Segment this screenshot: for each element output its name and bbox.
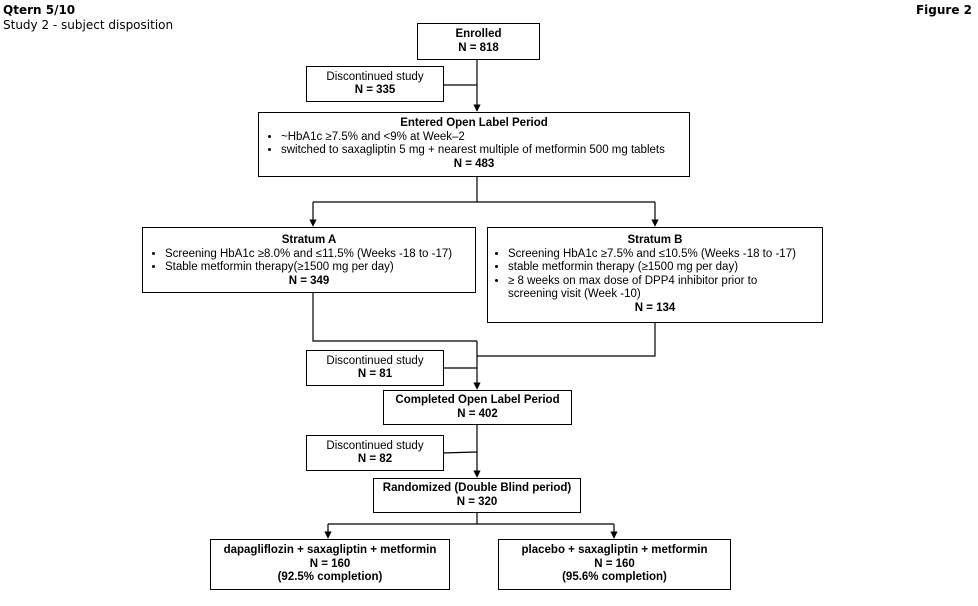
figure-label: Figure 2 (915, 3, 972, 17)
disc2-label: Discontinued study (326, 354, 424, 367)
box-discontinued-3: Discontinued study N = 82 (306, 435, 444, 471)
document-id: Qtern 5/10 (3, 3, 76, 17)
stratum-b-criterion: Screening HbA1c ≥7.5% and ≤10.5% (Weeks … (508, 248, 808, 262)
arm-placebo-completion: (95.6% completion) (562, 571, 667, 584)
box-arm-placebo: placebo + saxagliptin + metformin N = 16… (498, 539, 731, 590)
stratum-a-criterion: Screening HbA1c ≥8.0% and ≤11.5% (Weeks … (165, 248, 475, 262)
box-arm-dapagliflozin: dapagliflozin + saxagliptin + metformin … (210, 539, 450, 590)
stratum-a-criterion: Stable metformin therapy(≥1500 mg per da… (165, 261, 475, 275)
stratum-a-criteria: Screening HbA1c ≥8.0% and ≤11.5% (Weeks … (143, 248, 475, 275)
disc2-n: N = 81 (357, 368, 393, 380)
stratum-b-n: N = 134 (634, 301, 676, 314)
box-randomized: Randomized (Double Blind period) N = 320 (373, 478, 581, 513)
box-completed-open-label: Completed Open Label Period N = 402 (383, 390, 572, 425)
box-enrolled: Enrolled N = 818 (417, 23, 540, 60)
connector-stratum-a-merge (312, 293, 477, 342)
stratum-b-criterion: stable metformin therapy (≥1500 mg per d… (508, 261, 808, 275)
box-stratum-b: Stratum B Screening HbA1c ≥7.5% and ≤10.… (487, 227, 823, 323)
open-label-criterion: ~HbA1c ≥7.5% and <9% at Week–2 (281, 131, 689, 145)
stratum-b-criteria: Screening HbA1c ≥7.5% and ≤10.5% (Weeks … (488, 248, 822, 302)
page-subtitle: Study 2 - subject disposition (3, 18, 174, 32)
open-label-title: Entered Open Label Period (400, 117, 548, 129)
open-label-n: N = 483 (453, 157, 495, 170)
randomized-n: N = 320 (456, 495, 498, 508)
stratum-b-criterion: ≥ 8 weeks on max dose of DPP4 inhibitor … (508, 275, 808, 302)
connector-stratum-b-merge (477, 323, 656, 357)
enrolled-n: N = 818 (458, 41, 499, 54)
open-label-criteria: ~HbA1c ≥7.5% and <9% at Week–2 switched … (259, 131, 689, 158)
disc1-n: N = 335 (354, 84, 396, 96)
box-open-label: Entered Open Label Period ~HbA1c ≥7.5% a… (258, 112, 690, 177)
stratum-a-n: N = 349 (288, 274, 330, 287)
box-discontinued-1: Discontinued study N = 335 (306, 66, 444, 102)
open-label-criterion: switched to saxagliptin 5 mg + nearest m… (281, 144, 689, 158)
stratum-a-title: Stratum A (281, 234, 337, 246)
box-stratum-a: Stratum A Screening HbA1c ≥8.0% and ≤11.… (142, 227, 476, 293)
arm-dapa-title: dapagliflozin + saxagliptin + metformin (223, 544, 437, 557)
disc3-label: Discontinued study (326, 439, 424, 452)
arm-dapa-completion: (92.5% completion) (277, 571, 383, 584)
completed-n: N = 402 (457, 407, 498, 420)
disc1-label: Discontinued study (326, 70, 424, 83)
randomized-title: Randomized (Double Blind period) (382, 482, 572, 494)
arm-placebo-title: placebo + saxagliptin + metformin (521, 544, 708, 557)
completed-title: Completed Open Label Period (395, 394, 560, 406)
stratum-b-title: Stratum B (627, 234, 683, 246)
enrolled-title: Enrolled (455, 28, 502, 40)
arm-placebo-n: N = 160 (594, 557, 635, 570)
box-discontinued-2: Discontinued study N = 81 (306, 350, 444, 386)
arm-dapa-n: N = 160 (309, 557, 351, 570)
disc3-n: N = 82 (357, 453, 393, 465)
